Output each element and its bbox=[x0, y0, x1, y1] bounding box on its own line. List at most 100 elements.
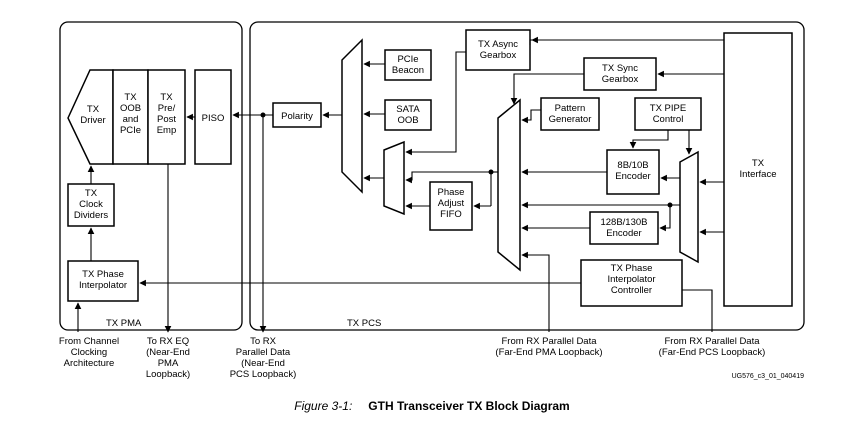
to-128b130b-arrow bbox=[659, 205, 671, 232]
polarity-block bbox=[272, 102, 322, 128]
tx-pipe-control-label-line: Control bbox=[653, 114, 684, 125]
tx-interface-label-line: TX bbox=[752, 158, 765, 169]
piso-block bbox=[194, 69, 232, 165]
tx-pi-controller-label-line: Controller bbox=[611, 285, 652, 296]
tx-oob-pcie-label-line: OOB bbox=[120, 103, 141, 114]
sync-gearbox-to-pcsmux-arrow bbox=[510, 73, 584, 105]
piso-label-line: PISO bbox=[202, 113, 225, 124]
tx-clock-dividers-block bbox=[67, 183, 115, 227]
sata-oob-block bbox=[384, 99, 432, 131]
tx-oob-pcie-label-line: TX bbox=[124, 92, 137, 103]
interface-to-async-gearbox-arrow bbox=[529, 39, 724, 45]
from-rx-far-pma-label-line: From RX Parallel Data bbox=[501, 336, 597, 347]
phase-adjust-fifo-label-line: Phase bbox=[438, 187, 465, 198]
8b10b-encoder-block bbox=[606, 149, 660, 195]
far-end-pcs-loopback-arrow bbox=[682, 289, 713, 332]
tx-phase-interpolator-label-line: TX Phase bbox=[82, 269, 124, 280]
8b10b-encoder-label-line: Encoder bbox=[615, 171, 650, 182]
tx-pre-post-emp-label-line: Post bbox=[157, 114, 176, 125]
sata-oob-label-line: SATA bbox=[396, 104, 420, 115]
caption-label: Figure 3-1: bbox=[294, 399, 352, 413]
tx-pre-post-emp-label-line: Pre/ bbox=[158, 103, 176, 114]
from-channel-clocking-label-line: From Channel bbox=[59, 336, 119, 347]
encoder-bypass-mux bbox=[679, 150, 699, 264]
tx-driver-label-line: Driver bbox=[80, 115, 105, 126]
128b130b-encoder-label-line: Encoder bbox=[606, 228, 641, 239]
tx-pma-region bbox=[59, 21, 243, 331]
tx-async-gearbox-block bbox=[465, 29, 531, 71]
tx-async-gearbox-label-line: TX Async bbox=[478, 39, 518, 50]
pipe-to-8b10b-path bbox=[629, 137, 669, 149]
tx-pcs-label: TX PCS bbox=[347, 318, 381, 329]
piso-label: PISO bbox=[202, 113, 225, 124]
to-rx-eq-label-line: (Near-End bbox=[146, 347, 190, 358]
tx-pcs-region bbox=[249, 21, 805, 331]
to-rx-eq-label-line: PMA bbox=[158, 358, 179, 369]
tx-pre-post-emp-label-line: Emp bbox=[157, 125, 177, 136]
tx-oob-pcie-label-line: PCIe bbox=[120, 125, 141, 136]
tx-oob-pcie-block bbox=[112, 69, 149, 165]
to-rx-eq-label-line: Loopback) bbox=[146, 369, 190, 380]
phase-adjust-fifo-label-line: Adjust bbox=[438, 198, 465, 209]
pattern-to-pcsmux-arrow bbox=[521, 109, 541, 124]
fifo-bypass-arrow bbox=[405, 171, 491, 184]
tx-pma-label: TX PMA bbox=[106, 318, 142, 329]
far-end-pma-loopback-arrow bbox=[521, 251, 550, 332]
pattern-generator-label-line: Generator bbox=[549, 114, 592, 125]
tx-sync-gearbox-label-line: Gearbox bbox=[602, 74, 639, 85]
tx-clock-dividers-label-line: Clock bbox=[79, 199, 103, 210]
tx-pre-post-emp-block bbox=[147, 69, 186, 165]
to-rx-eq-label-line: To RX EQ bbox=[147, 336, 189, 347]
polarity-label-line: Polarity bbox=[281, 111, 313, 122]
from-rx-far-pcs-label: From RX Parallel Data(Far-End PCS Loopba… bbox=[659, 336, 766, 358]
output-mux bbox=[341, 38, 363, 194]
tx-async-gearbox-label-line: Gearbox bbox=[480, 50, 517, 61]
pattern-generator-label-line: Pattern bbox=[555, 103, 586, 114]
tx-oob-pcie-label-line: and bbox=[123, 114, 139, 125]
figure-caption: Figure 3-1: GTH Transceiver TX Block Dia… bbox=[294, 397, 569, 414]
to-rx-parallel-label-line: To RX bbox=[250, 336, 277, 347]
128b130b-encoder-label-line: 128B/130B bbox=[600, 217, 647, 228]
tx-clock-dividers-label-line: TX bbox=[85, 188, 98, 199]
from-rx-far-pcs-label-line: (Far-End PCS Loopback) bbox=[659, 347, 766, 358]
8b10b-encoder-label-line: 8B/10B bbox=[617, 160, 648, 171]
fifo-bypass-mux bbox=[383, 140, 405, 216]
pcie-beacon-label-line: Beacon bbox=[392, 65, 424, 76]
pcs-data-mux bbox=[497, 98, 521, 272]
phase-adjust-fifo-block bbox=[429, 181, 473, 231]
tx-pi-controller-label-line: TX Phase bbox=[611, 263, 653, 274]
from-rx-far-pma-label-line: (Far-End PMA Loopback) bbox=[495, 347, 602, 358]
to-rx-parallel-label-line: Parallel Data bbox=[236, 347, 291, 358]
tx-pipe-control-block bbox=[634, 97, 702, 131]
from-channel-clocking-label-line: Architecture bbox=[64, 358, 115, 369]
from-channel-clocking-label-line: Clocking bbox=[71, 347, 107, 358]
tx-phase-interpolator-label-line: Interpolator bbox=[79, 280, 127, 291]
caption-title: GTH Transceiver TX Block Diagram bbox=[368, 399, 569, 413]
from-rx-far-pma-label: From RX Parallel Data(Far-End PMA Loopba… bbox=[495, 336, 602, 358]
tx-sync-gearbox-label-line: TX Sync bbox=[602, 63, 638, 74]
pattern-generator-block bbox=[540, 97, 600, 131]
tx-interface-label-line: Interface bbox=[740, 169, 777, 180]
to-rx-parallel-label-line: PCS Loopback) bbox=[230, 369, 297, 380]
tx-pre-post-emp-label-line: TX bbox=[160, 92, 173, 103]
from-rx-far-pcs-label-line: From RX Parallel Data bbox=[664, 336, 760, 347]
tx-pi-controller-label-line: Interpolator bbox=[607, 274, 655, 285]
pcie-beacon-label-line: PCIe bbox=[397, 54, 418, 65]
